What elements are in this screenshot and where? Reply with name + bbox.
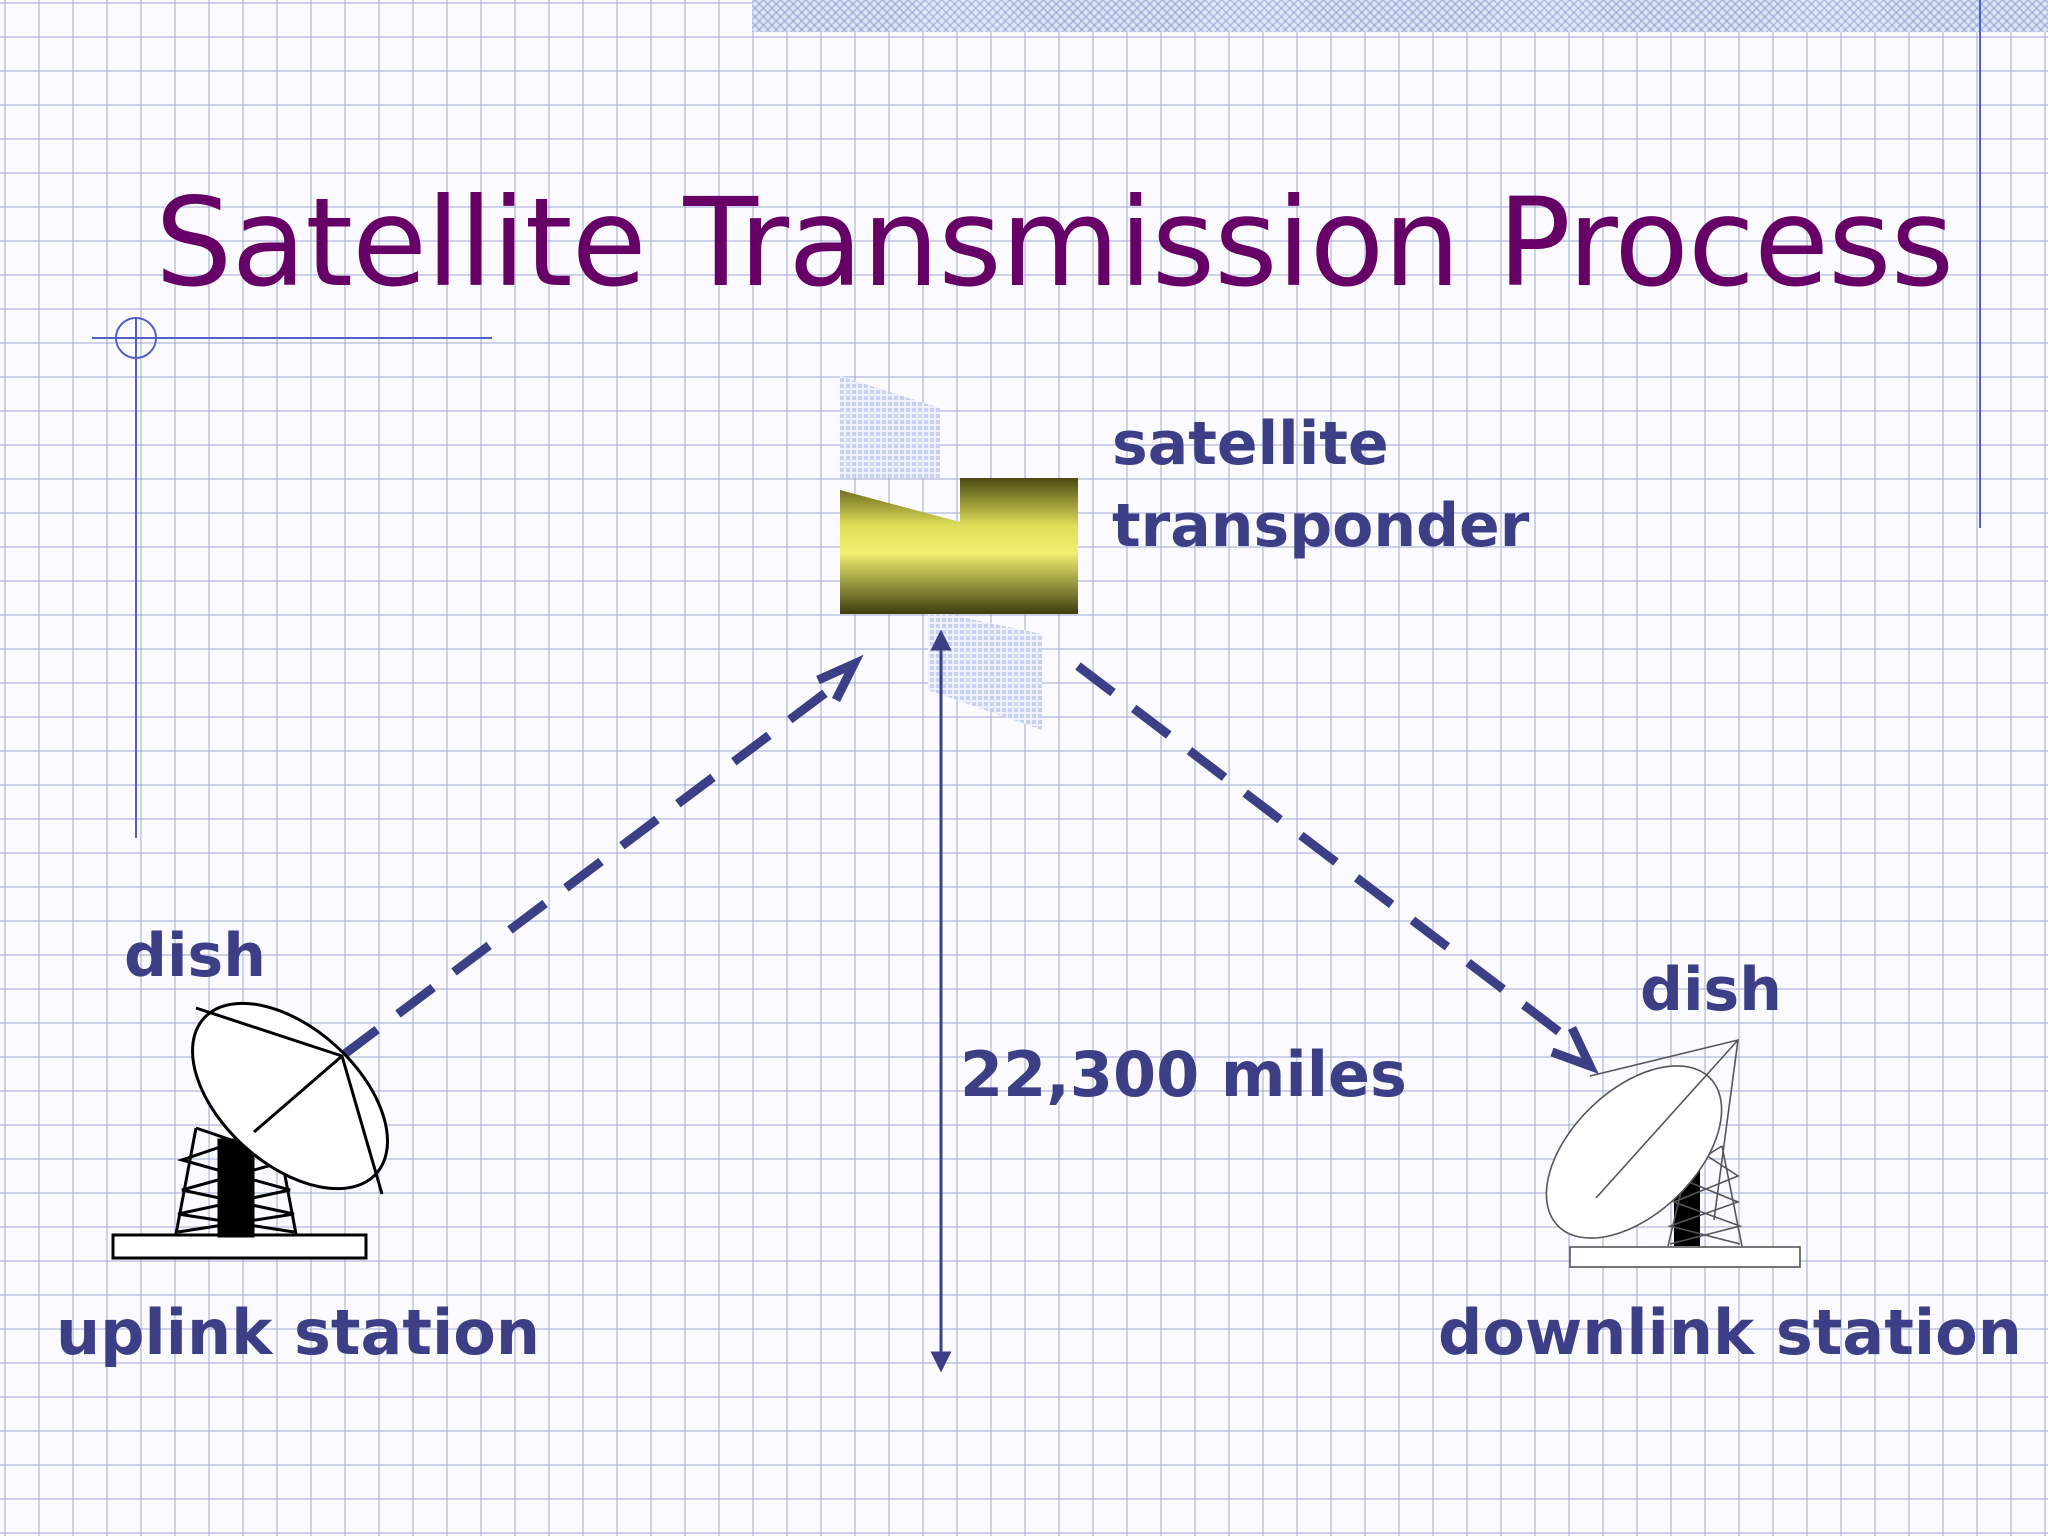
uplink-beam-arrowhead bbox=[816, 654, 864, 703]
downlink-beam-arrowhead bbox=[1550, 1026, 1599, 1075]
uplink-station-label: uplink station bbox=[56, 1296, 540, 1369]
uplink-beam bbox=[339, 684, 835, 1060]
slide-title: Satellite Transmission Process bbox=[155, 172, 1954, 314]
downlink-dish-label: dish bbox=[1640, 955, 1782, 1025]
downlink-beam bbox=[1075, 662, 1573, 1044]
slide-ornament bbox=[92, 0, 1981, 838]
decorative-header-band bbox=[752, 0, 2048, 32]
transponder-label: transponder bbox=[1112, 491, 1530, 561]
uplink-dish-icon bbox=[111, 1001, 389, 1260]
satellite-label: satellite bbox=[1112, 409, 1389, 479]
downlink-station-label: downlink station bbox=[1438, 1296, 2022, 1369]
distance-label: 22,300 miles bbox=[960, 1038, 1407, 1111]
uplink-dish-label: dish bbox=[124, 921, 266, 991]
satellite-transponder-icon bbox=[840, 376, 1078, 730]
downlink-dish-icon bbox=[1545, 1038, 1801, 1268]
